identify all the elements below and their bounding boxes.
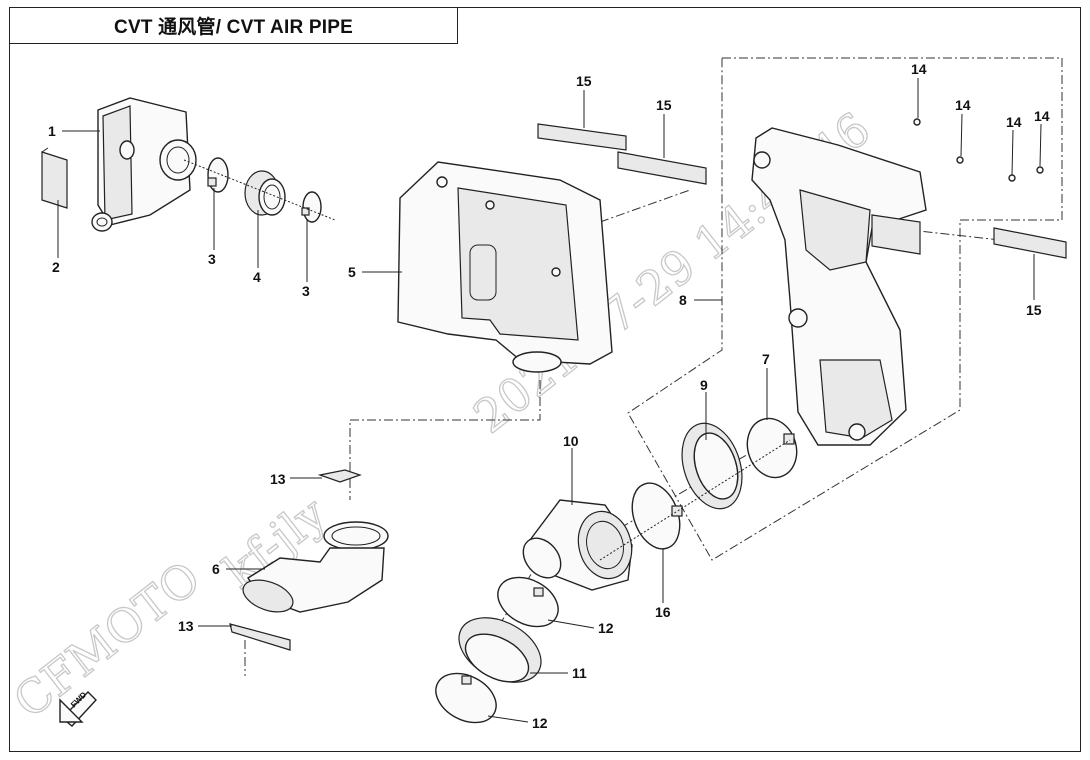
clamp-3a	[207, 157, 229, 193]
callout-12a: 12	[598, 620, 614, 636]
sleeve-4	[244, 170, 286, 216]
intake-box	[91, 97, 197, 232]
callout-14b: 14	[955, 97, 971, 113]
callout-4: 4	[253, 269, 261, 285]
callout-11: 11	[572, 665, 587, 681]
drawing-frame	[9, 7, 1081, 752]
leader-lines	[57, 78, 1042, 723]
callout-8: 8	[679, 292, 687, 308]
callout-14c: 14	[1006, 114, 1022, 130]
clamp-3b	[301, 191, 322, 223]
elbow-hose-6	[242, 521, 389, 613]
cvt-duct	[751, 127, 927, 446]
large-elbow-10	[522, 499, 633, 591]
seal-9	[681, 422, 743, 510]
callout-13a: 13	[270, 471, 286, 487]
callout-15a: 15	[576, 73, 592, 89]
callout-15c: 15	[1026, 302, 1042, 318]
clamp-12b	[435, 672, 497, 724]
callout-9: 9	[700, 377, 708, 393]
clamp-16	[631, 482, 683, 550]
callout-3b: 3	[302, 283, 310, 299]
foam-strip-a	[537, 123, 627, 151]
callout-14a: 14	[911, 61, 927, 77]
callout-1: 1	[48, 123, 56, 139]
coupler-11	[458, 617, 542, 683]
callout-5: 5	[348, 264, 356, 280]
callout-2: 2	[52, 259, 60, 275]
watermark-brand: CFMOTO	[4, 550, 211, 728]
ring-7	[746, 417, 798, 479]
air-box-housing	[397, 161, 613, 373]
clamp-band-13b	[229, 623, 291, 651]
callout-6: 6	[212, 561, 220, 577]
callout-15b: 15	[656, 97, 672, 113]
diagram-title: CVT 通风管/ CVT AIR PIPE	[9, 7, 458, 44]
foam-strip-b	[617, 151, 707, 185]
clamp-band-13a	[317, 469, 362, 483]
callout-3a: 3	[208, 251, 216, 267]
screws-14	[913, 118, 1044, 182]
callout-16: 16	[655, 604, 671, 620]
callout-13b: 13	[178, 618, 194, 634]
foam-pad	[41, 151, 68, 209]
callout-12b: 12	[532, 715, 548, 731]
callouts: 1 2 3 4 3 5 6 7 8 9 10 11 12 12 13 13 14…	[48, 61, 1050, 731]
callout-10: 10	[563, 433, 579, 449]
clamp-12a	[497, 576, 559, 628]
callout-14d: 14	[1034, 108, 1050, 124]
callout-7: 7	[762, 351, 770, 367]
foam-strip-c	[993, 227, 1067, 259]
